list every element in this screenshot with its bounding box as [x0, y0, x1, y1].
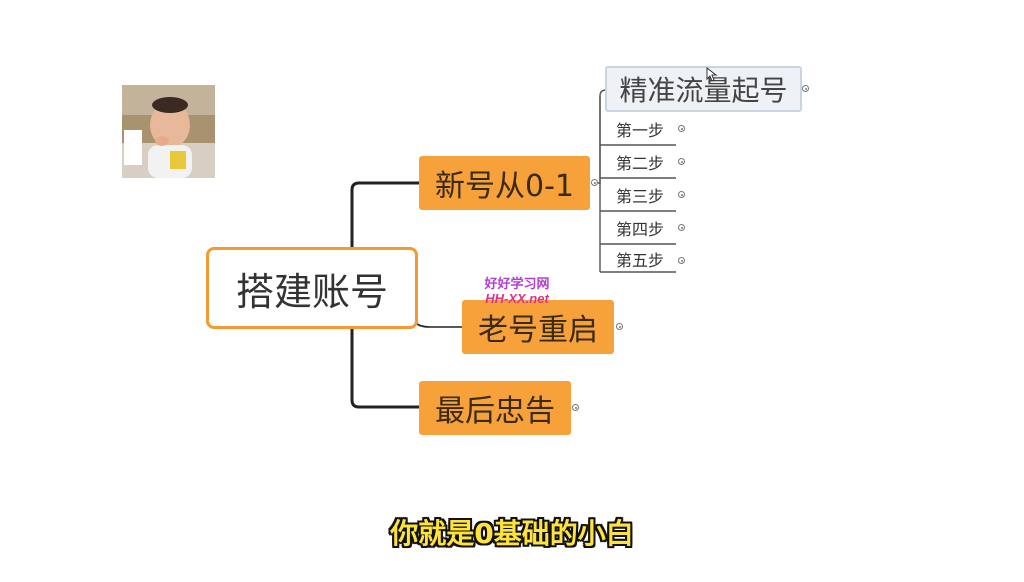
collapse-toggle-icon[interactable] [591, 179, 598, 186]
collapse-toggle-icon[interactable] [678, 257, 685, 264]
branch-node-old-account-restart[interactable]: 老号重启 [462, 300, 614, 354]
step-label: 第四步 [616, 220, 665, 239]
step-label: 第五步 [616, 251, 665, 270]
collapse-toggle-icon[interactable] [572, 404, 579, 411]
step-node-2[interactable]: 第二步 [604, 153, 676, 175]
step-node-1[interactable]: 第一步 [604, 120, 676, 142]
site-watermark: 好好学习网 HH-XX.net [476, 276, 558, 306]
collapse-toggle-icon[interactable] [616, 323, 623, 330]
mindmap-root-node[interactable]: 搭建账号 [206, 247, 418, 329]
watermark-line-1: 好好学习网 [484, 276, 550, 291]
collapse-toggle-icon[interactable] [678, 224, 685, 231]
step-label: 第一步 [616, 121, 665, 140]
step-node-3[interactable]: 第三步 [604, 186, 676, 208]
collapse-toggle-icon[interactable] [802, 85, 809, 92]
topic-label: 精准流量起号 [619, 74, 788, 107]
video-subtitle: 你就是0基础的小白 [390, 517, 634, 550]
branch-label: 新号从0-1 [435, 169, 574, 204]
topic-node-precise-traffic[interactable]: 精准流量起号 [605, 66, 802, 112]
collapse-toggle-icon[interactable] [678, 158, 685, 165]
branch-label: 最后忠告 [435, 394, 555, 429]
step-label: 第二步 [616, 154, 665, 173]
branch-node-final-advice[interactable]: 最后忠告 [419, 381, 571, 435]
watermark-line-2: HH-XX.net [485, 291, 549, 306]
collapse-toggle-icon[interactable] [678, 125, 685, 132]
step-node-5[interactable]: 第五步 [604, 250, 676, 272]
step-node-4[interactable]: 第四步 [604, 219, 676, 241]
branch-label: 老号重启 [478, 313, 598, 348]
mouse-cursor-icon [706, 67, 718, 82]
branch-node-new-account[interactable]: 新号从0-1 [419, 156, 590, 210]
collapse-toggle-icon[interactable] [678, 191, 685, 198]
avatar-photo [122, 85, 215, 178]
step-label: 第三步 [616, 187, 665, 206]
root-label: 搭建账号 [235, 269, 388, 314]
